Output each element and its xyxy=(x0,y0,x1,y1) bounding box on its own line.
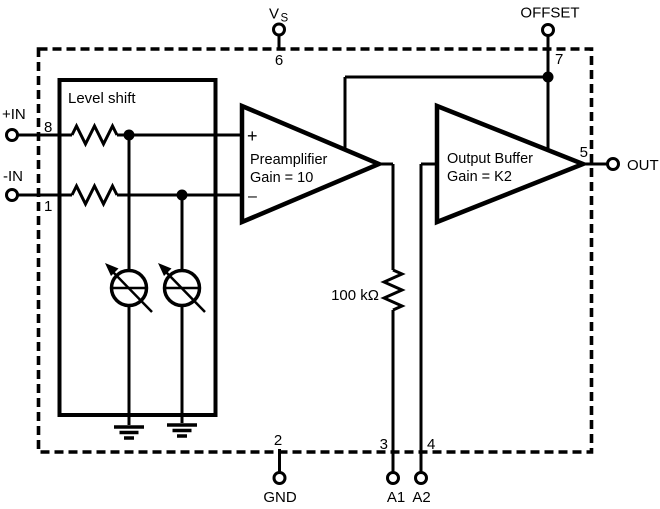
chip-boundary xyxy=(36,47,594,454)
current-source-branches xyxy=(127,135,184,425)
pin-terminal-in-pos xyxy=(5,128,19,142)
level-shift-box xyxy=(57,78,218,417)
arrow-head-icon xyxy=(105,263,119,276)
pin-terminal-gnd xyxy=(272,471,287,485)
pin-terminal-a2 xyxy=(414,471,428,485)
label-vs-subscript: S xyxy=(281,13,289,25)
resistor-in-neg-icon xyxy=(70,182,119,208)
pin-number-4: 4 xyxy=(427,436,435,453)
preamp-gain-label: Gain = 10 xyxy=(250,170,313,186)
label-a1: A1 xyxy=(387,489,405,506)
preamp-name-label: Preamplifier xyxy=(250,152,328,168)
offset-network xyxy=(343,35,550,151)
junction-dot-offset xyxy=(542,71,554,83)
resistor-100k-label: 100 kΩ xyxy=(331,287,379,304)
pin-terminal-offset xyxy=(541,23,555,37)
resistor-100k-icon xyxy=(380,268,406,312)
preamp-triangle xyxy=(239,102,385,226)
buffer-name-label: Output Buffer xyxy=(447,151,533,167)
pin-terminal-in-neg xyxy=(5,188,19,202)
arrow-head-icon xyxy=(158,263,172,276)
label-gnd: GND xyxy=(263,489,297,506)
pin-number-5: 5 xyxy=(580,144,588,161)
pin-terminals xyxy=(5,22,620,485)
resistor-in-pos-icon xyxy=(70,122,119,148)
preamp-minus-input-label: – xyxy=(248,188,257,205)
buffer-gain-label: Gain = K2 xyxy=(447,169,512,185)
current-source-2-icon xyxy=(158,263,206,313)
preamp-plus-input-label: + xyxy=(247,126,258,146)
ground-icon-1 xyxy=(114,425,144,440)
ground-icon-2 xyxy=(167,423,197,438)
current-source-1-icon xyxy=(105,263,153,313)
label-out: OUT xyxy=(627,157,659,174)
pin-terminal-out xyxy=(606,157,620,171)
label-offset: OFFSET xyxy=(520,5,579,22)
interstage-wires xyxy=(379,162,607,472)
label-in-neg: -IN xyxy=(3,168,23,185)
label-a2: A2 xyxy=(412,489,430,506)
pin-number-2: 2 xyxy=(274,432,282,449)
pin-terminal-a1 xyxy=(386,471,400,485)
pin-number-7: 7 xyxy=(555,51,563,68)
label-level-shift: Level shift xyxy=(68,90,136,107)
label-vs: V xyxy=(269,6,279,23)
pin-number-3: 3 xyxy=(380,436,388,453)
pin-number-8: 8 xyxy=(44,119,52,136)
pin-number-1: 1 xyxy=(44,198,52,215)
pin-terminal-vs xyxy=(272,22,286,37)
pin-number-6: 6 xyxy=(275,52,283,69)
label-in-pos: +IN xyxy=(2,106,26,123)
